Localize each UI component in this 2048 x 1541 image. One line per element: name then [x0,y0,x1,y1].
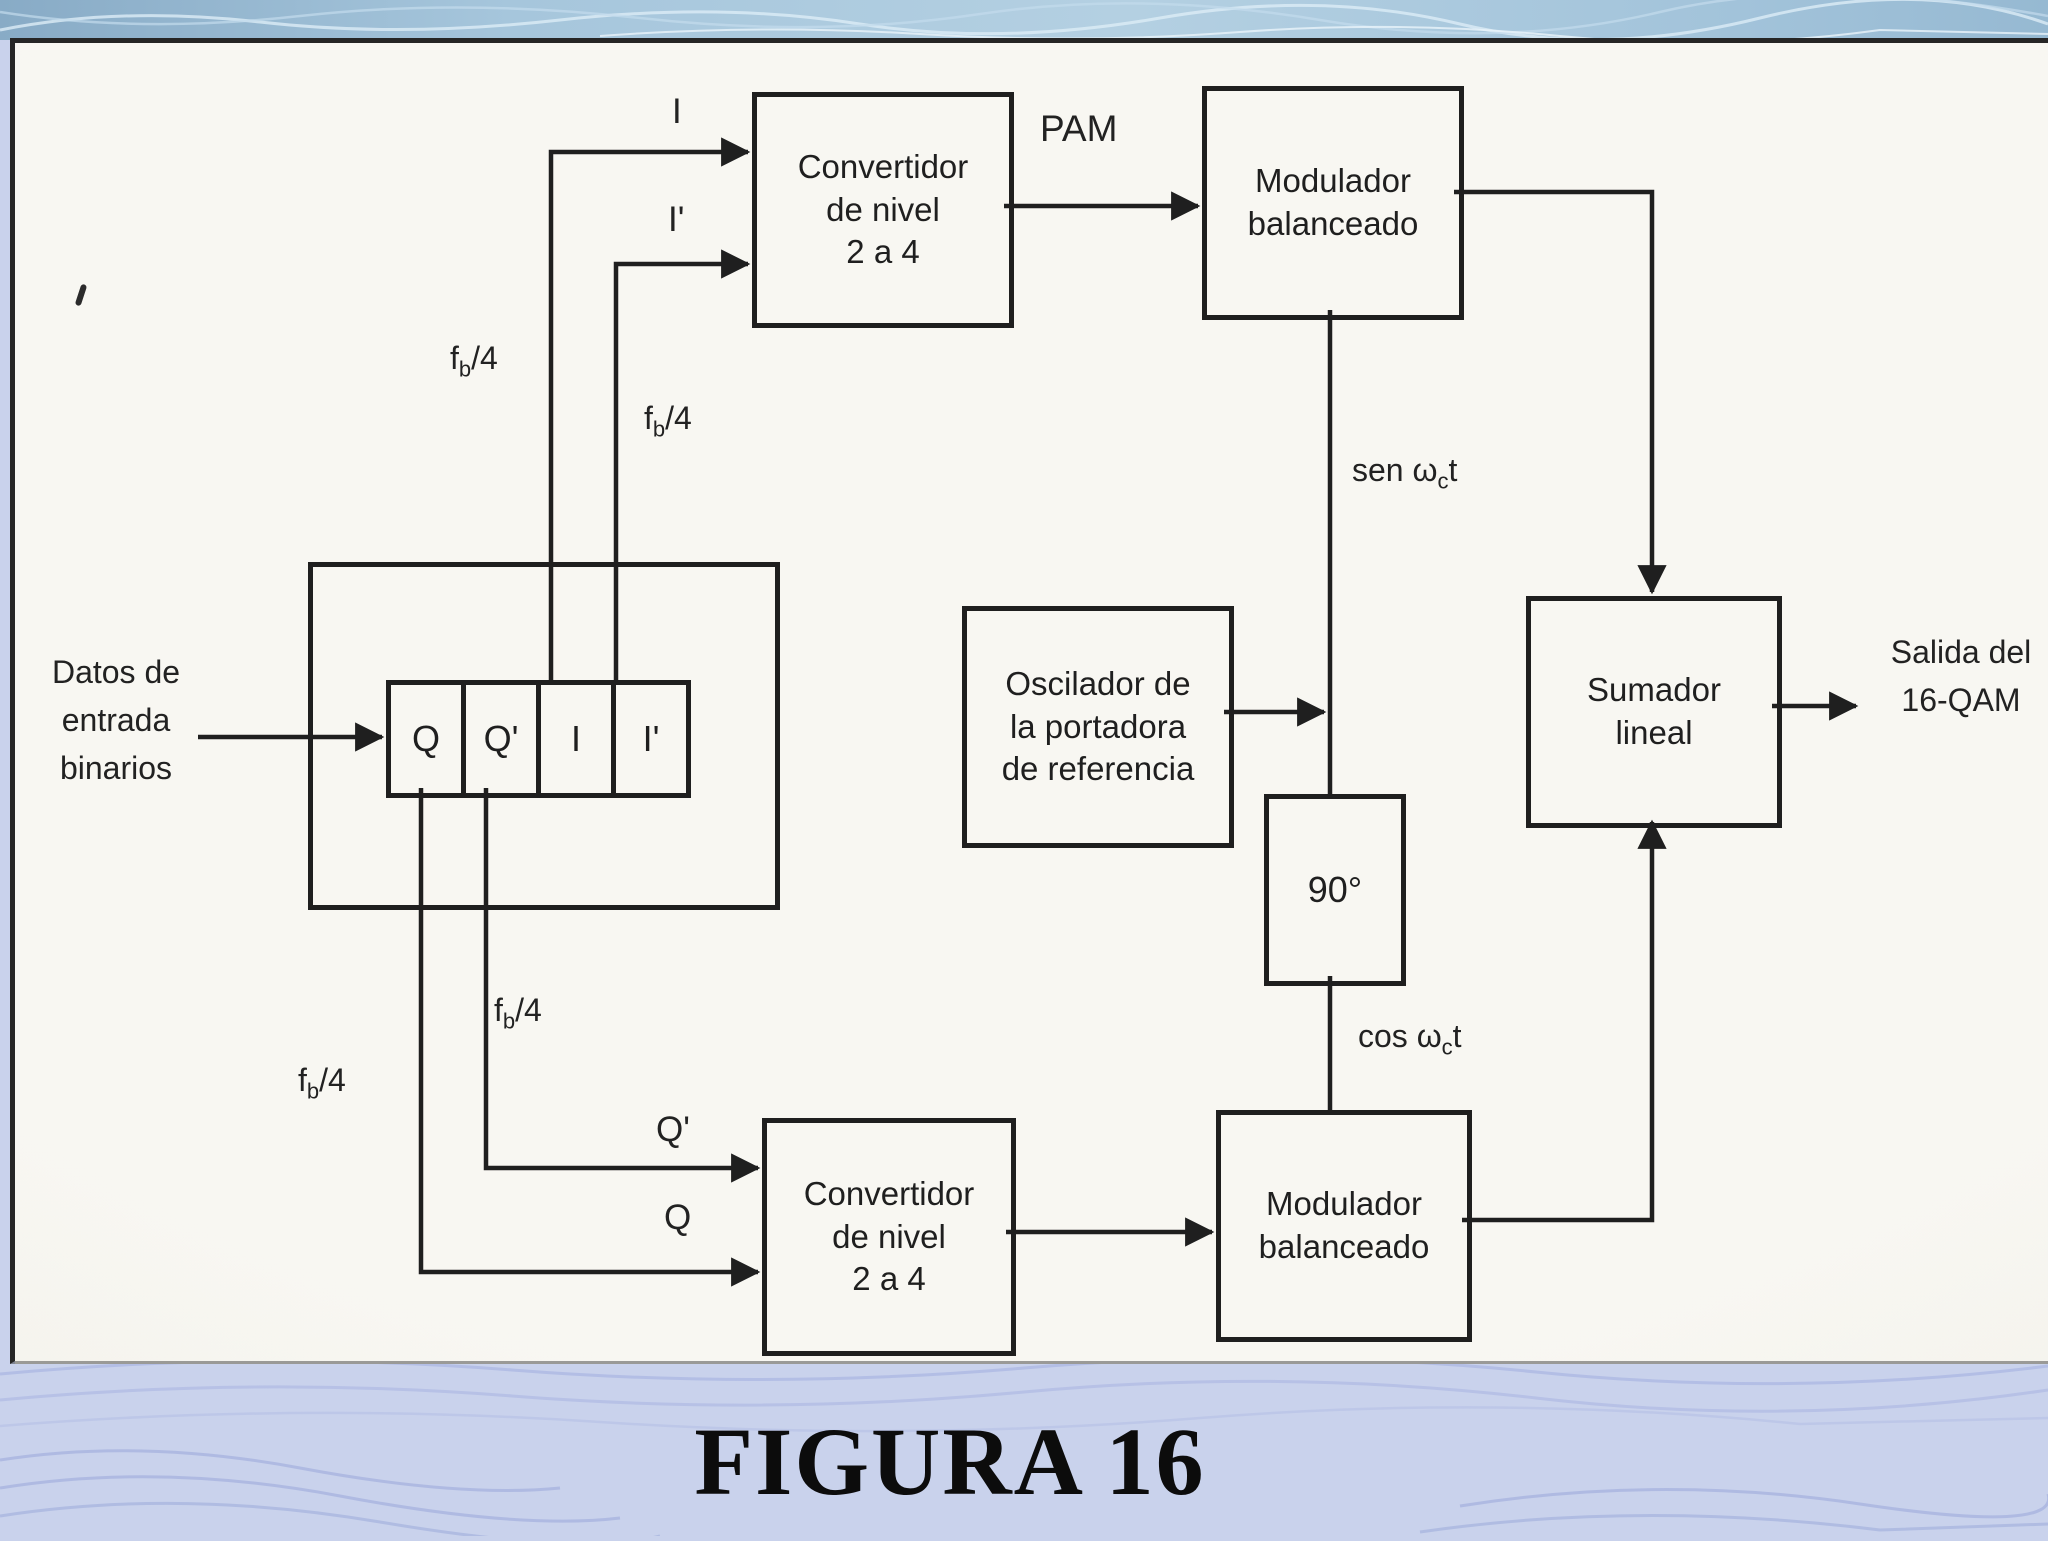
register-cell-q: Q [386,680,466,798]
fb-sub: b [458,356,472,382]
signal-label-q: Q [664,1198,692,1237]
fb-sub: b [652,416,666,442]
wire-iprime-to-converter [613,249,751,680]
wave-line [0,1475,621,1523]
box-text-line: la portadora [1009,707,1187,745]
fb-pre: f [298,1062,307,1098]
signal-label-qprime: Q' [656,1110,690,1149]
fb4-label-q: fb/4 [298,1062,346,1104]
fb-sub: b [306,1078,320,1104]
fb4-label-i: fb/4 [450,340,498,382]
box-text-line: Convertidor [797,147,969,185]
bottom-wave-pattern [0,1356,2048,1541]
figure-caption: FIGURA 16 [694,1408,1206,1515]
sen-sub: c [1437,468,1449,494]
wave-line [0,0,2048,35]
fb-post: /4 [515,992,542,1028]
phase-shifter-90: 90° [1264,794,1406,986]
wave-line [0,1449,561,1492]
box-text-line: 90° [1307,868,1363,910]
wire-i-to-converter [548,137,751,680]
carrier-oscillator: Oscilador de la portadora de referencia [962,606,1234,848]
fb-pre: f [494,992,503,1028]
decorative-top-band [0,0,2048,44]
decorative-bottom-band [0,1356,2048,1541]
box-text-line: de nivel [832,1217,946,1255]
fb-pre: f [644,400,653,436]
sen-pre: sen ω [1352,452,1438,488]
box-text-line: Modulador [1255,162,1411,200]
level-converter-top: Convertidor de nivel 2 a 4 [752,92,1014,328]
wire-q-to-converter [418,788,761,1287]
box-text-line: de referencia [1001,750,1195,788]
balanced-modulator-top: Modulador balanceado [1202,86,1464,320]
wire-botmod-to-adder [1462,819,1667,1223]
wave-line [0,1379,2048,1413]
shift-register-box [308,562,780,910]
balanced-modulator-bottom: Modulador balanceado [1216,1110,1472,1342]
box-text-line: Convertidor [803,1174,975,1212]
level-converter-bottom: Convertidor de nivel 2 a 4 [762,1118,1016,1356]
fb4-label-iprime: fb/4 [644,400,692,442]
sen-carrier-label: sen ωct [1352,452,1457,494]
scanned-figure-panel [10,38,2048,1364]
cos-carrier-label: cos ωct [1358,1018,1462,1060]
signal-label-pam: PAM [1040,108,1118,149]
label-line: binarios [59,750,173,786]
label-line: Salida del [1890,634,2032,670]
box-text-line: Sumador [1587,671,1721,709]
box-text-line: balanceado [1258,1228,1430,1265]
fb4-label-qprime: fb/4 [494,992,542,1034]
box-text-line: 2 a 4 [846,233,920,271]
wire-qprime-to-converter [483,788,761,1183]
label-line: 16-QAM [1901,682,2021,718]
fb-pre: f [450,340,459,376]
cos-pre: cos ω [1358,1018,1442,1054]
fb-post: /4 [471,340,498,376]
wave-line [1419,1514,2048,1534]
box-text-line: 2 a 4 [852,1260,926,1298]
input-data-label: Datos de entrada binarios [14,648,218,792]
box-text-line: Modulador [1266,1185,1422,1223]
label-line: Datos de [51,654,181,690]
fb-post: /4 [665,400,692,436]
box-text-line: de nivel [826,190,940,228]
register-cell-iprime: I' [611,680,691,798]
fb-sub: b [502,1008,516,1034]
wire-topmod-to-adder [1454,189,1667,595]
cos-post: t [1452,1018,1462,1054]
register-cells: Q Q' I I' [386,680,691,798]
box-text-line: Oscilador de [1005,664,1191,702]
wave-line [0,1406,2048,1433]
wave-line [0,0,2048,42]
sen-post: t [1448,452,1458,488]
wave-line [1459,1487,2048,1519]
cos-sub: c [1441,1034,1453,1060]
register-cell-qprime: Q' [461,680,541,798]
fb-post: /4 [319,1062,346,1098]
linear-adder: Sumador lineal [1526,596,1782,828]
wave-line [0,1501,661,1541]
signal-label-i: I [672,92,682,131]
signal-label-iprime: I' [668,200,685,239]
register-cell-i: I [536,680,616,798]
output-label: Salida del 16-QAM [1874,628,2048,724]
label-line: entrada [61,702,171,738]
box-text-line: lineal [1615,714,1693,751]
box-text-line: balanceado [1247,205,1419,242]
